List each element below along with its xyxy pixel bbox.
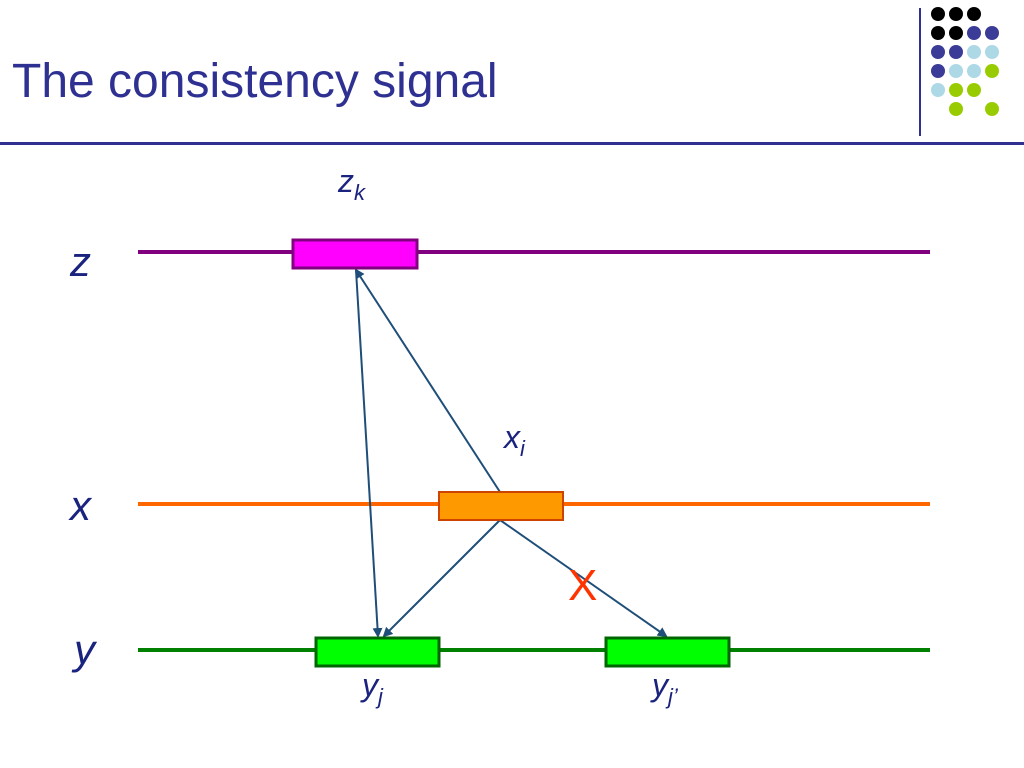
decorative-dot [985, 102, 999, 116]
decorative-dot [949, 102, 963, 116]
decorative-dot [985, 26, 999, 40]
decorative-dot [931, 26, 945, 40]
segment-box-xi [438, 491, 564, 521]
decorative-dot [949, 26, 963, 40]
header-divider [0, 142, 1024, 145]
decorative-dot [949, 45, 963, 59]
arrow-xi-to-yj [382, 519, 501, 638]
arrow-xi-to-yj-prime [499, 519, 668, 638]
segment-label-yj: yj [360, 667, 384, 709]
segment-label-xi: xi [502, 419, 526, 461]
segment-label-yj-prime: yj’ [650, 667, 679, 709]
arrow-xi-to-zk [354, 268, 501, 493]
row-label-y: y [71, 626, 98, 673]
segment-label-zk: zk [337, 163, 366, 205]
decorative-dot [931, 64, 945, 78]
decorative-dot [967, 7, 981, 21]
segment-box-zk [291, 238, 419, 270]
inconsistent-cross-mark: X [568, 561, 597, 610]
arrow-zk-to-yj [355, 269, 383, 638]
decorative-dot [949, 83, 963, 97]
decorative-dot [931, 7, 945, 21]
segment-box-yj-prime [604, 636, 731, 668]
slide-title: The consistency signal [12, 55, 498, 108]
row-label-x: x [68, 482, 93, 529]
decorative-dot [985, 45, 999, 59]
decorative-dot [967, 26, 981, 40]
decorative-dot [967, 83, 981, 97]
decorative-dot [931, 45, 945, 59]
segment-box-yj [314, 636, 441, 668]
decorative-dot [967, 64, 981, 78]
header-vertical-rule [919, 8, 921, 136]
row-label-z: z [69, 238, 91, 285]
decorative-dot [985, 64, 999, 78]
decorative-dot [967, 45, 981, 59]
decorative-dot [949, 64, 963, 78]
decorative-dot [949, 7, 963, 21]
decorative-dot [931, 83, 945, 97]
